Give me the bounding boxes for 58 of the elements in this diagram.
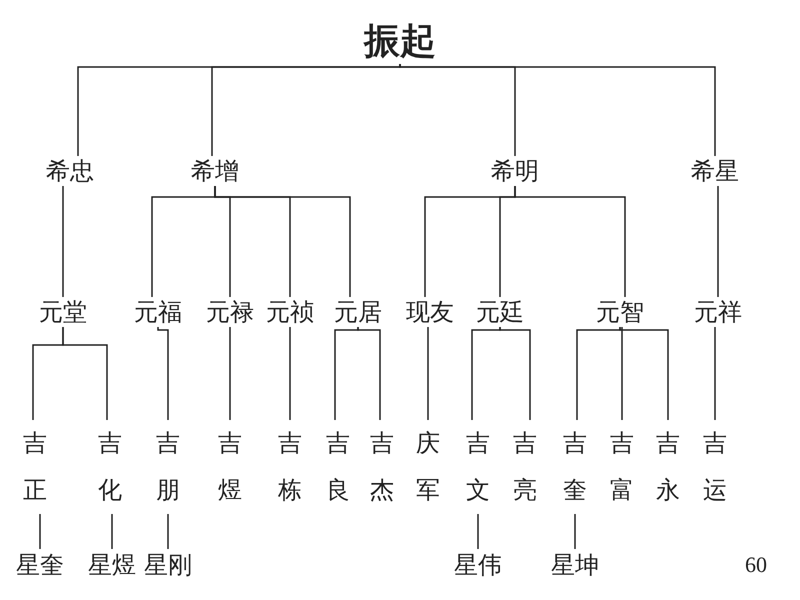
family-tree-line [111,514,113,549]
family-tree-line [157,327,169,420]
person-name: 星刚 [142,549,194,581]
family-tree-line [229,327,231,420]
person-name: 星奎 [14,549,66,581]
person-name: 星伟 [452,549,504,581]
family-tree-line [714,327,716,420]
family-tree-line [574,514,576,549]
family-tree-line [717,186,719,297]
person-name: 吉运 [701,420,729,514]
family-tree-line [62,327,108,420]
person-name: 星坤 [549,549,601,581]
family-tree-line [619,327,669,420]
person-name: 希明 [489,156,541,186]
person-name: 吉富 [608,420,636,514]
family-tree-line [62,186,64,297]
person-name: 元福 [132,297,184,327]
family-tree-line [39,514,41,549]
family-tree-line [514,186,626,297]
ancestor-name: 振起 [360,18,440,64]
person-name: 希忠 [44,156,96,186]
family-tree-line [477,514,479,549]
person-name: 元堂 [37,297,89,327]
person-name: 希增 [189,156,241,186]
person-name: 星煜 [86,549,138,581]
person-name: 吉永 [654,420,682,514]
person-name: 吉亮 [511,420,539,514]
person-name: 元祥 [692,297,744,327]
person-name: 吉煜 [216,420,244,514]
person-name: 吉朋 [154,420,182,514]
person-name: 元居 [332,297,384,327]
person-name: 吉文 [464,420,492,514]
person-name: 吉栋 [276,420,304,514]
family-tree-line [289,327,291,420]
person-name: 吉奎 [561,420,589,514]
person-name: 元智 [594,297,646,327]
family-tree-line [499,327,531,420]
person-name: 吉良 [324,420,352,514]
family-tree-line [214,186,351,297]
family-tree-line [357,327,381,420]
family-tree-line [167,514,169,549]
person-name: 吉正 [21,420,49,514]
family-tree-line [211,64,401,156]
person-name: 元祯 [264,297,316,327]
person-name: 庆军 [414,420,442,514]
person-name: 吉杰 [368,420,396,514]
person-name: 元廷 [474,297,526,327]
family-tree-line [621,327,623,420]
person-name: 现友 [404,297,456,327]
family-tree-line [576,327,621,420]
family-tree-line [334,327,359,420]
family-tree-line [471,327,501,420]
person-name: 元禄 [204,297,256,327]
family-tree-line [427,327,429,420]
page-number: 60 [745,552,767,578]
person-name: 希星 [689,156,741,186]
person-name: 吉化 [96,420,124,514]
family-tree-line [399,64,716,156]
